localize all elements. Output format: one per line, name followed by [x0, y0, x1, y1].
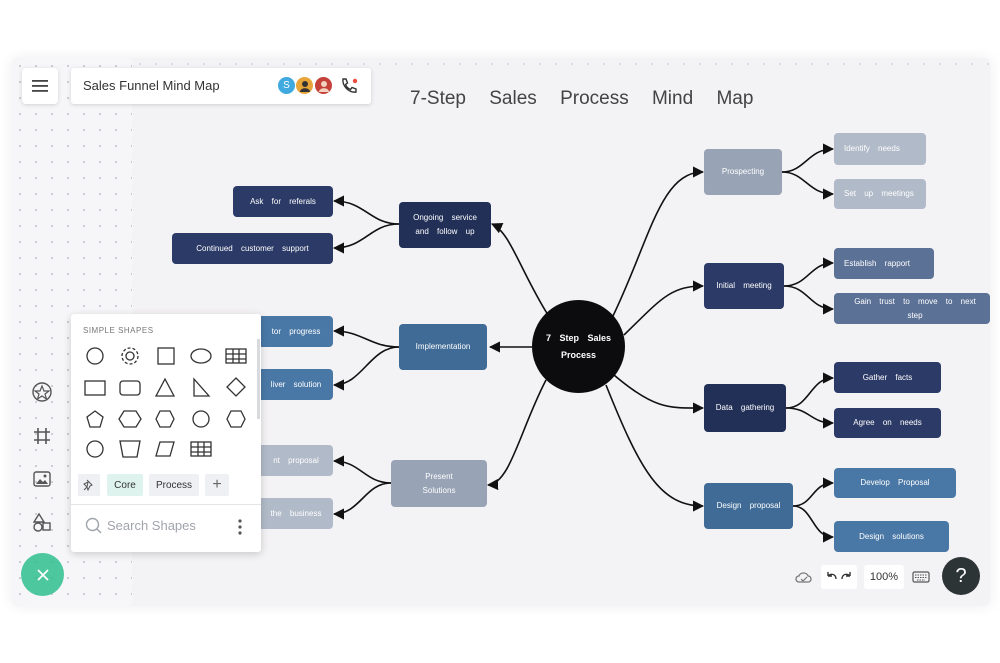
phone-call-icon[interactable]: [339, 76, 359, 101]
node-label: Gather facts: [862, 372, 913, 382]
node-label: Design solutions: [859, 531, 924, 541]
avatar[interactable]: [314, 76, 333, 95]
document-header: Sales Funnel Mind Map S: [71, 68, 371, 104]
shapes-panel: SIMPLE SHAPES Core Proce: [71, 314, 261, 552]
close-panel-button[interactable]: [21, 553, 64, 596]
node-label: liver solution: [270, 379, 322, 389]
shapes-library-icon[interactable]: [28, 378, 56, 406]
avatar[interactable]: [295, 76, 314, 95]
cloud-sync-icon[interactable]: [793, 565, 815, 589]
divider: [71, 504, 261, 505]
avatar[interactable]: S: [277, 76, 296, 95]
node-label: Implementation: [415, 342, 471, 352]
node-label: Set up meetings: [844, 189, 914, 199]
undo-redo-group: [821, 565, 857, 589]
node-label: Develop Proposal: [860, 478, 930, 488]
leaf-gather-facts[interactable]: Gather facts: [834, 362, 941, 393]
node-label: Ask for referals: [250, 196, 316, 206]
add-tag-button[interactable]: +: [205, 474, 229, 496]
branch-initial-meeting[interactable]: Initial meeting: [704, 263, 784, 309]
node-label: Identify needs: [844, 144, 900, 154]
help-label: ?: [955, 564, 967, 587]
dot-grid-top: [132, 58, 990, 70]
branch-design-proposal[interactable]: Design proposal: [704, 483, 793, 529]
more-options-icon[interactable]: [237, 519, 245, 535]
branch-present-solutions[interactable]: Present Solutions: [391, 460, 487, 507]
redo-icon[interactable]: [841, 572, 853, 582]
leaf-gain-trust[interactable]: Gain trust to move to next step: [834, 293, 990, 324]
help-button[interactable]: ?: [942, 557, 980, 595]
search-shapes-input[interactable]: Search Shapes: [83, 515, 251, 537]
avatar-initial: S: [283, 80, 290, 91]
search-icon: [85, 517, 102, 534]
user-silhouette-icon: [299, 80, 310, 92]
search-placeholder: Search Shapes: [107, 518, 196, 533]
node-label: Continued customer support: [196, 243, 309, 253]
node-label: Prospecting: [721, 167, 765, 177]
leaf-agree-on-needs[interactable]: Agree on needs: [834, 408, 941, 438]
shapes-icon[interactable]: [28, 508, 56, 536]
leaf-establish-rapport[interactable]: Establish rapport: [834, 248, 934, 279]
leaf-set-up-meetings[interactable]: Set up meetings: [834, 179, 926, 209]
grid-frame-icon[interactable]: [28, 422, 56, 450]
node-label: Agree on needs: [853, 418, 922, 428]
branch-ongoing-service[interactable]: Ongoing service and follow up: [399, 202, 491, 248]
node-label: Gain trust to move to next step: [854, 296, 976, 320]
branch-implementation[interactable]: Implementation: [399, 324, 487, 370]
node-label: Data gathering: [715, 403, 775, 413]
branch-prospecting[interactable]: Prospecting: [704, 149, 782, 195]
leaf-develop-proposal[interactable]: Develop Proposal: [834, 468, 956, 498]
node-label: Present Solutions: [422, 471, 456, 495]
close-icon: [36, 568, 49, 581]
panel-heading: SIMPLE SHAPES: [83, 326, 154, 335]
user-silhouette-icon: [318, 80, 329, 92]
zoom-level[interactable]: 100%: [864, 565, 904, 589]
keyboard-icon[interactable]: [910, 565, 932, 589]
tag-process[interactable]: Process: [149, 474, 199, 496]
document-title[interactable]: Sales Funnel Mind Map: [83, 78, 220, 93]
node-label: tor progress: [271, 326, 321, 336]
tag-label: Core: [114, 479, 136, 491]
hub-label: 7 Step Sales Process: [545, 333, 612, 360]
hub-node[interactable]: 7 Step Sales Process: [532, 300, 625, 393]
menu-icon: [32, 80, 48, 92]
shape-grid: [84, 339, 260, 458]
undo-icon[interactable]: [825, 572, 837, 582]
branch-data-gathering[interactable]: Data gathering: [704, 384, 786, 432]
tag-label: Process: [155, 479, 193, 491]
node-label: Initial meeting: [716, 281, 772, 291]
leaf-ask-for-referals[interactable]: Ask for referals: [233, 186, 333, 217]
node-label: Ongoing service and follow up: [413, 213, 477, 236]
zoom-value: 100%: [869, 571, 899, 583]
node-label: nt proposal: [273, 455, 319, 465]
pin-icon[interactable]: [78, 474, 100, 496]
node-label: Establish rapport: [844, 258, 911, 268]
tag-core[interactable]: Core: [107, 474, 143, 496]
node-label: Design proposal: [716, 501, 781, 511]
mindmap-title: 7-Step Sales Process Mind Map: [410, 88, 754, 109]
leaf-design-solutions[interactable]: Design solutions: [834, 521, 949, 552]
leaf-continued-support[interactable]: Continued customer support: [172, 233, 333, 264]
node-label: the business: [270, 508, 322, 518]
menu-button[interactable]: [22, 68, 58, 104]
leaf-identify-needs[interactable]: Identify needs: [834, 133, 926, 165]
image-icon[interactable]: [28, 465, 56, 493]
